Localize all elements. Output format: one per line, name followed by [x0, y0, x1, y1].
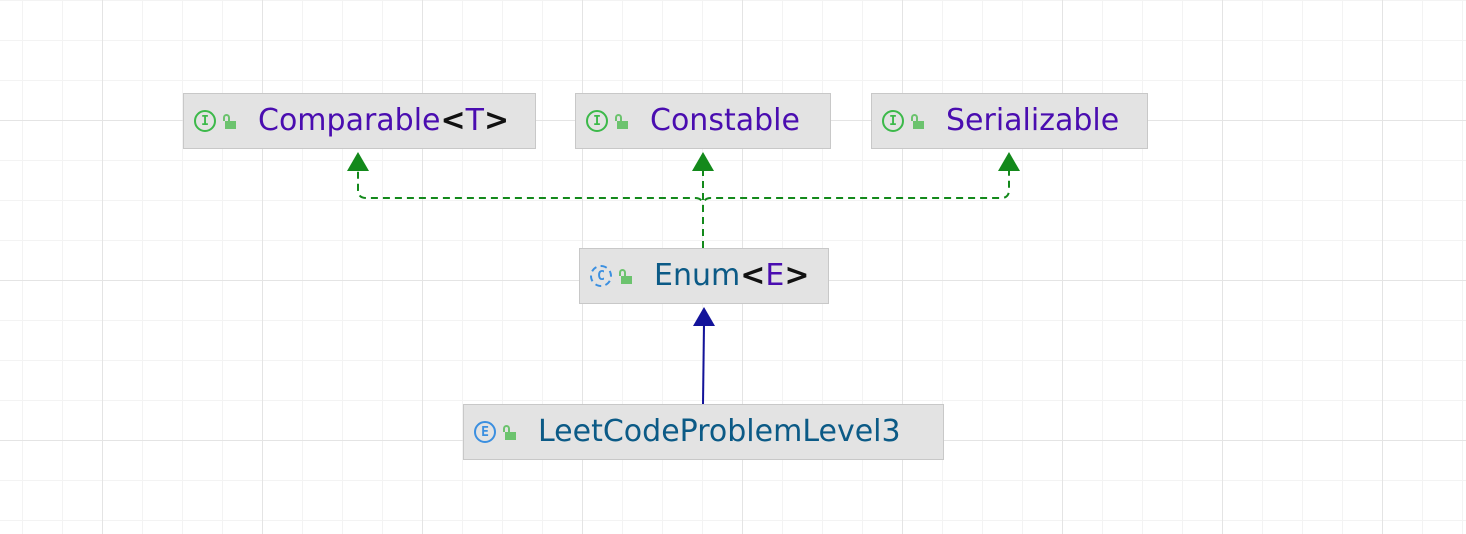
- type-param: E: [765, 258, 785, 293]
- arrowhead-enum: [693, 307, 715, 326]
- enum-icon: E: [474, 421, 496, 443]
- node-label: Comparable<T>: [258, 106, 509, 136]
- node-label: Serializable: [946, 103, 1120, 138]
- class-icon: C: [590, 265, 612, 287]
- type-param: T: [465, 103, 484, 138]
- arrowhead-serializable: [998, 152, 1020, 171]
- generic-close: >: [784, 258, 810, 293]
- node-constable[interactable]: I Constable: [575, 93, 831, 149]
- public-lock-icon: [502, 424, 516, 440]
- generic-open: <: [440, 103, 466, 138]
- public-lock-icon: [618, 268, 632, 284]
- edge-enum-to-serializable: [702, 171, 1010, 248]
- arrowhead-constable: [692, 152, 714, 171]
- public-lock-icon: [222, 113, 236, 129]
- node-label: Enum<E>: [654, 261, 809, 291]
- class-name: Comparable: [258, 103, 441, 138]
- interface-icon: I: [882, 110, 904, 132]
- class-name: Enum: [654, 258, 741, 293]
- node-label: Constable: [650, 103, 800, 138]
- node-label: LeetCodeProblemLevel3: [538, 414, 901, 449]
- node-comparable[interactable]: I Comparable<T>: [183, 93, 536, 149]
- node-enum[interactable]: C Enum<E>: [579, 248, 829, 304]
- arrowhead-comparable: [347, 152, 369, 171]
- interface-icon: I: [586, 110, 608, 132]
- generic-close: >: [483, 103, 510, 138]
- edge-leetcode-to-enum: [702, 325, 705, 405]
- interface-icon: I: [194, 110, 216, 132]
- public-lock-icon: [614, 113, 628, 129]
- node-serializable[interactable]: I Serializable: [871, 93, 1148, 149]
- public-lock-icon: [910, 113, 924, 129]
- generic-open: <: [740, 258, 766, 293]
- edge-enum-to-comparable: [357, 171, 704, 248]
- node-leetcode[interactable]: E LeetCodeProblemLevel3: [463, 404, 944, 460]
